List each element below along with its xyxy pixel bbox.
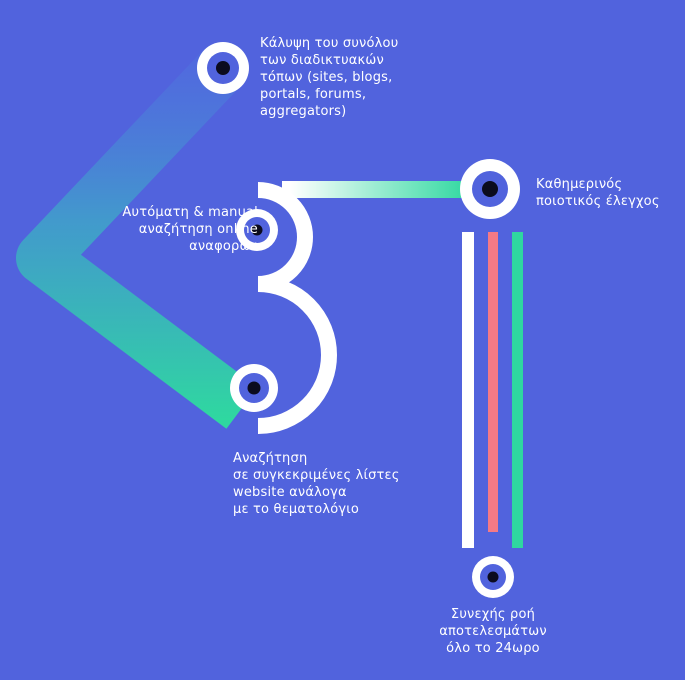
label-line: Συνεχής ροή [450, 607, 536, 622]
label-line: website ανάλογα [233, 485, 347, 500]
label-coverage: Κάλυψη του συνόλου των διαδικτυακών τόπω… [260, 35, 398, 120]
label-line: με το θεματολόγιο [233, 502, 360, 517]
label-quality: Καθημερινός ποιοτικός έλεγχος [536, 176, 660, 210]
label-line: τόπων (sites, blogs, [260, 70, 393, 85]
label-line: αναζήτηση online [138, 222, 258, 237]
label-line: σε συγκεκριμένες λίστες [233, 468, 400, 483]
node-flow [472, 556, 514, 598]
node-search [236, 209, 278, 251]
scallop-connector [257, 182, 337, 434]
stripe-green [512, 232, 523, 548]
label-lists: Αναζήτηση σε συγκεκριμένες λίστες websit… [233, 450, 400, 518]
label-flow: Συνεχής ροή αποτελεσμάτων όλο το 24ωρο [418, 606, 568, 657]
label-line: των διαδικτυακών [260, 53, 384, 68]
connector-band [16, 50, 258, 429]
stripe-pink [488, 232, 498, 532]
label-line: αποτελεσμάτων [439, 624, 547, 639]
label-line: aggregators) [260, 104, 347, 119]
node-coverage [197, 42, 249, 94]
label-line: portals, forums, [260, 87, 367, 102]
label-line: Κάλυψη του συνόλου [260, 36, 399, 51]
connector-bar [282, 181, 472, 198]
stripe-white [462, 232, 474, 548]
label-line: ποιοτικός έλεγχος [536, 194, 660, 209]
label-line: Αυτόματη & manual [122, 205, 258, 220]
label-search: Αυτόματη & manual αναζήτηση online αναφο… [70, 204, 258, 255]
label-line: Αναζήτηση [233, 451, 308, 466]
node-lists [230, 364, 278, 412]
label-line: Καθημερινός [536, 177, 623, 192]
label-line: αναφορών [189, 239, 258, 254]
node-quality [460, 159, 520, 219]
label-line: όλο το 24ωρο [446, 641, 540, 656]
